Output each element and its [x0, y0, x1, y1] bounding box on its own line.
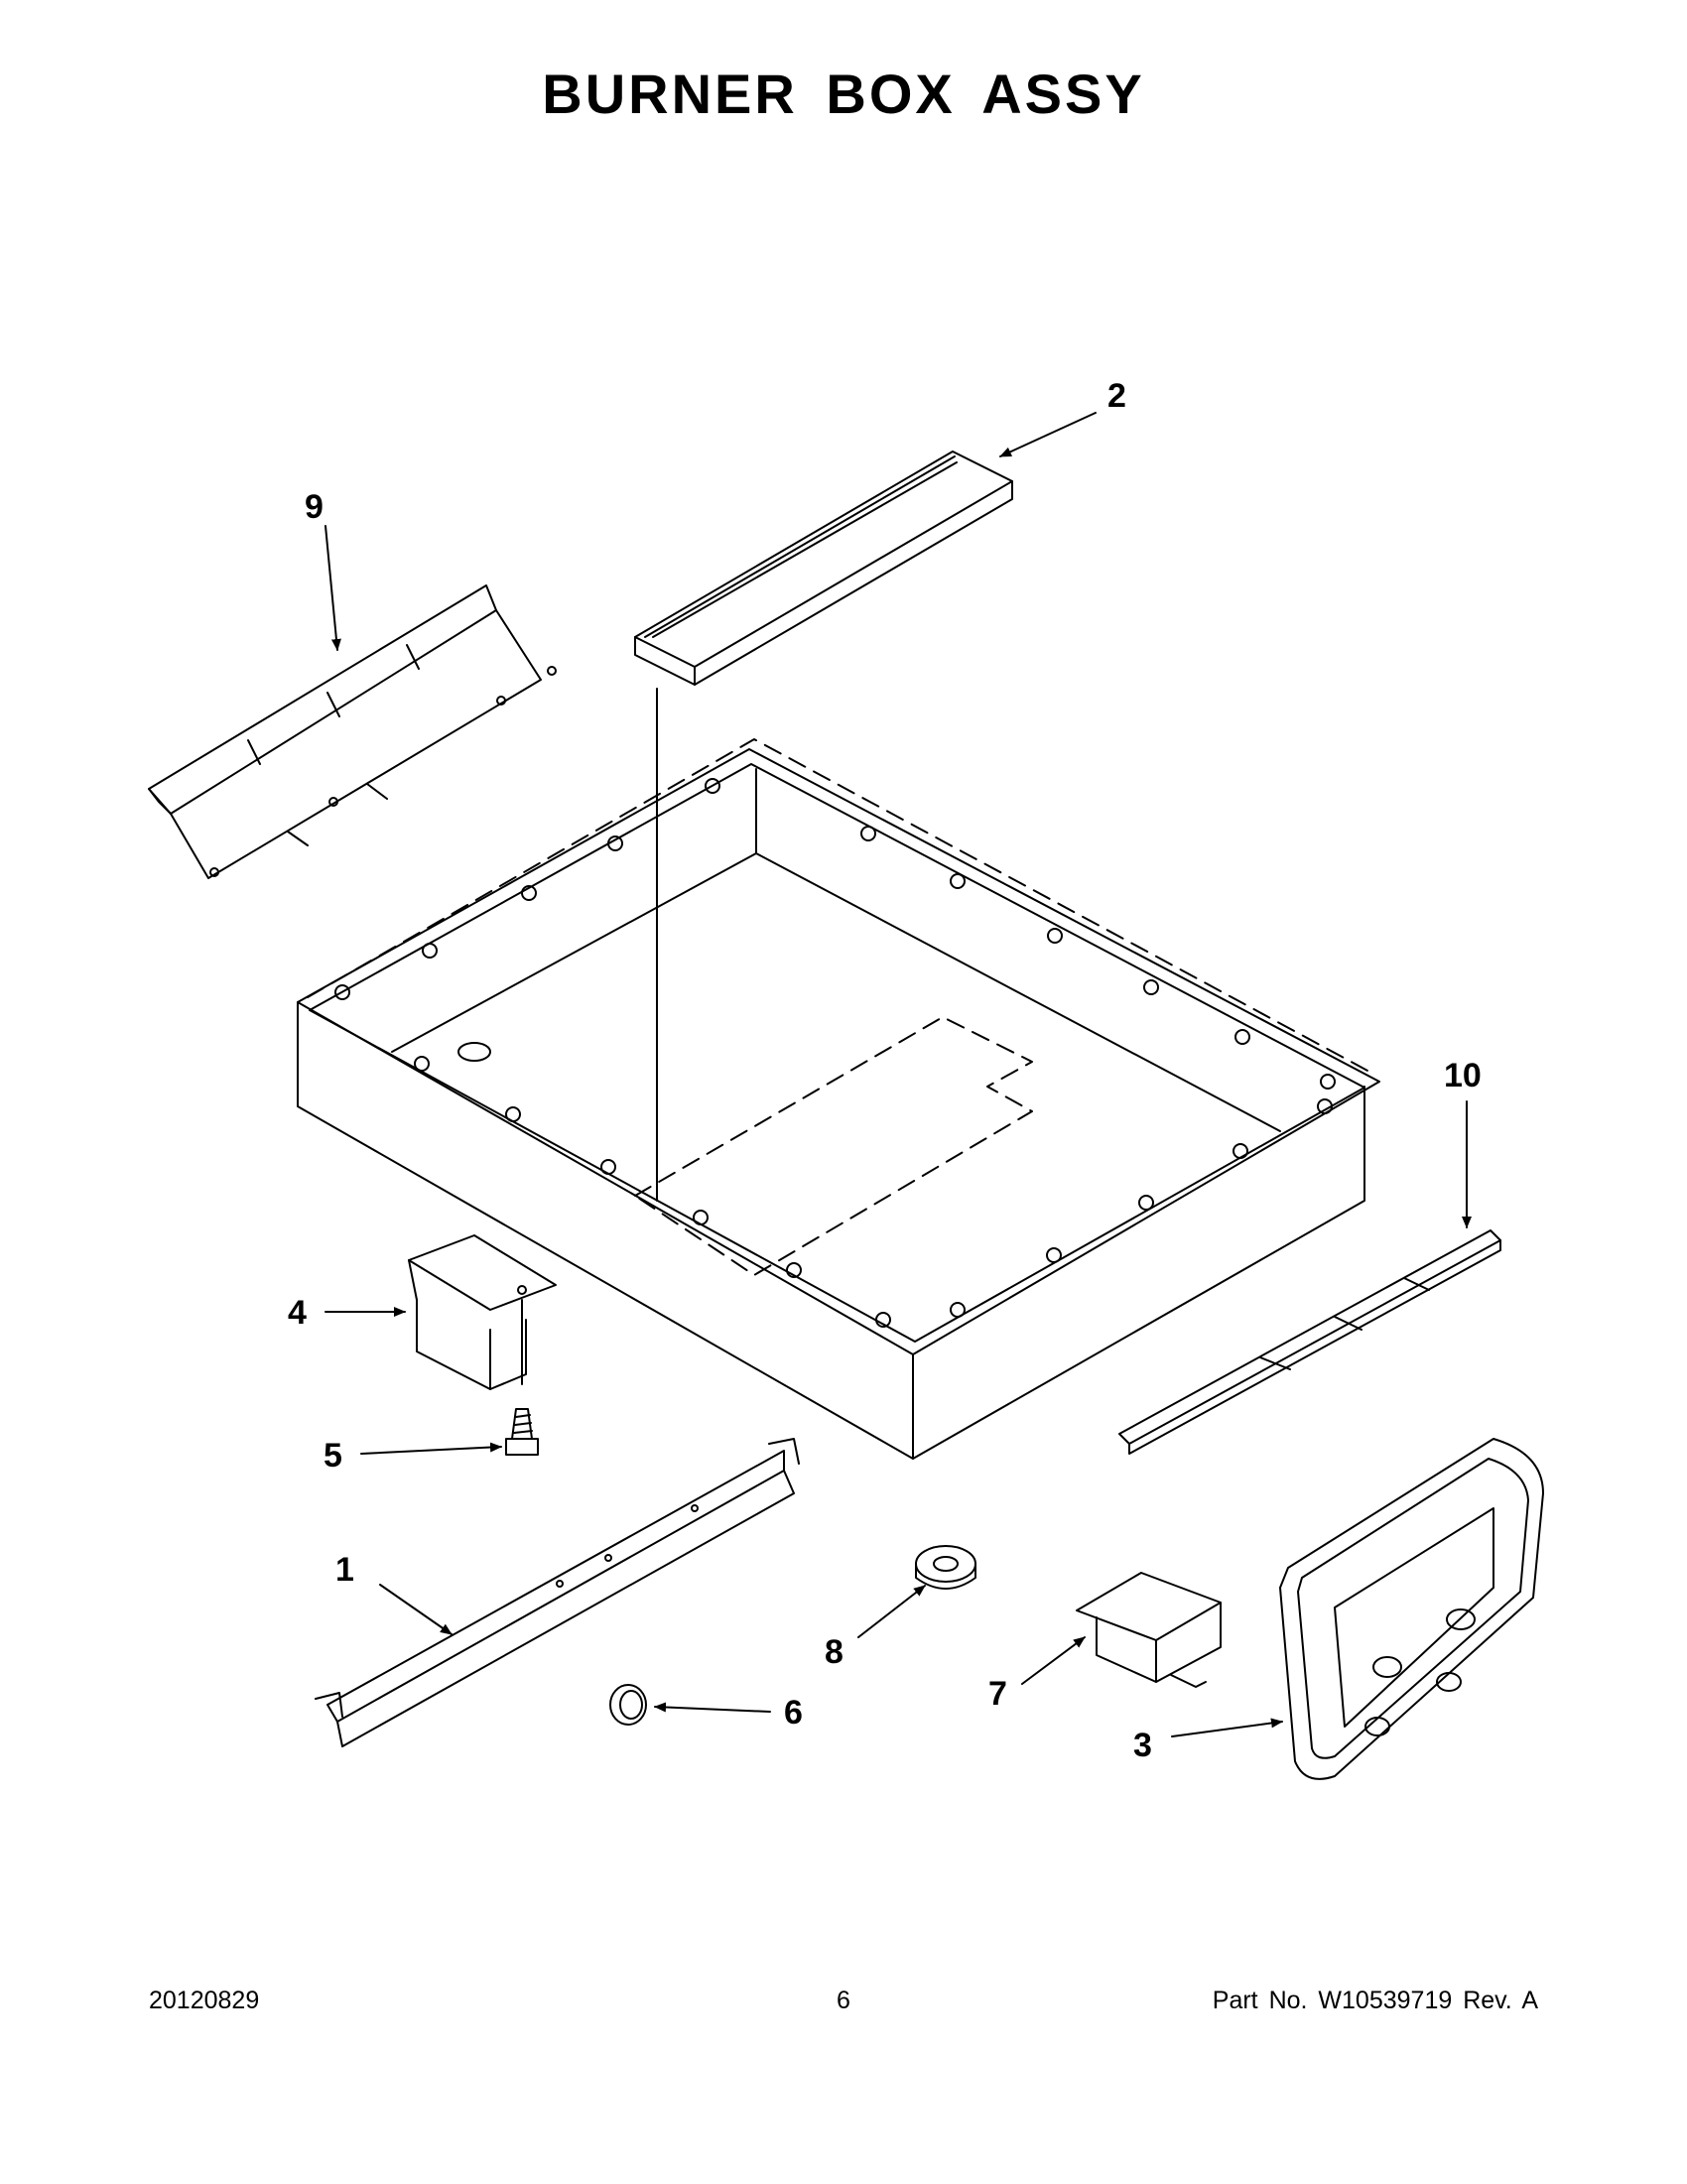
burner-box	[297, 738, 1380, 1460]
part-6-plug	[609, 1684, 647, 1726]
callout-1: 1	[335, 1551, 354, 1589]
leader-arrows	[324, 412, 1472, 1737]
page-title: BURNER BOX ASSY	[542, 63, 1145, 125]
part-5-screw	[505, 1408, 539, 1456]
footer-page-number: 6	[837, 1987, 850, 2014]
callout-10: 10	[1444, 1057, 1482, 1094]
footer-date: 20120829	[149, 1987, 260, 2014]
callout-4: 4	[288, 1294, 307, 1332]
part-8-grommet	[915, 1545, 976, 1590]
callout-2: 2	[1107, 377, 1126, 415]
part-9-bracket	[148, 584, 557, 879]
callout-5: 5	[324, 1437, 342, 1475]
footer-part-info: Part No. W10539719 Rev. A	[1212, 1987, 1538, 2014]
callout-3: 3	[1133, 1727, 1152, 1764]
part-2-channel	[634, 450, 1013, 1202]
part-7-module	[1076, 1572, 1222, 1688]
callout-7: 7	[988, 1675, 1007, 1713]
part-1-bracket	[315, 1438, 800, 1747]
part-3-cover	[1279, 1438, 1544, 1780]
callout-9: 9	[305, 488, 324, 526]
part-10-strip	[1118, 1229, 1501, 1455]
part-4-bracket	[408, 1234, 557, 1390]
callout-6: 6	[784, 1694, 803, 1732]
callout-8: 8	[825, 1633, 844, 1671]
